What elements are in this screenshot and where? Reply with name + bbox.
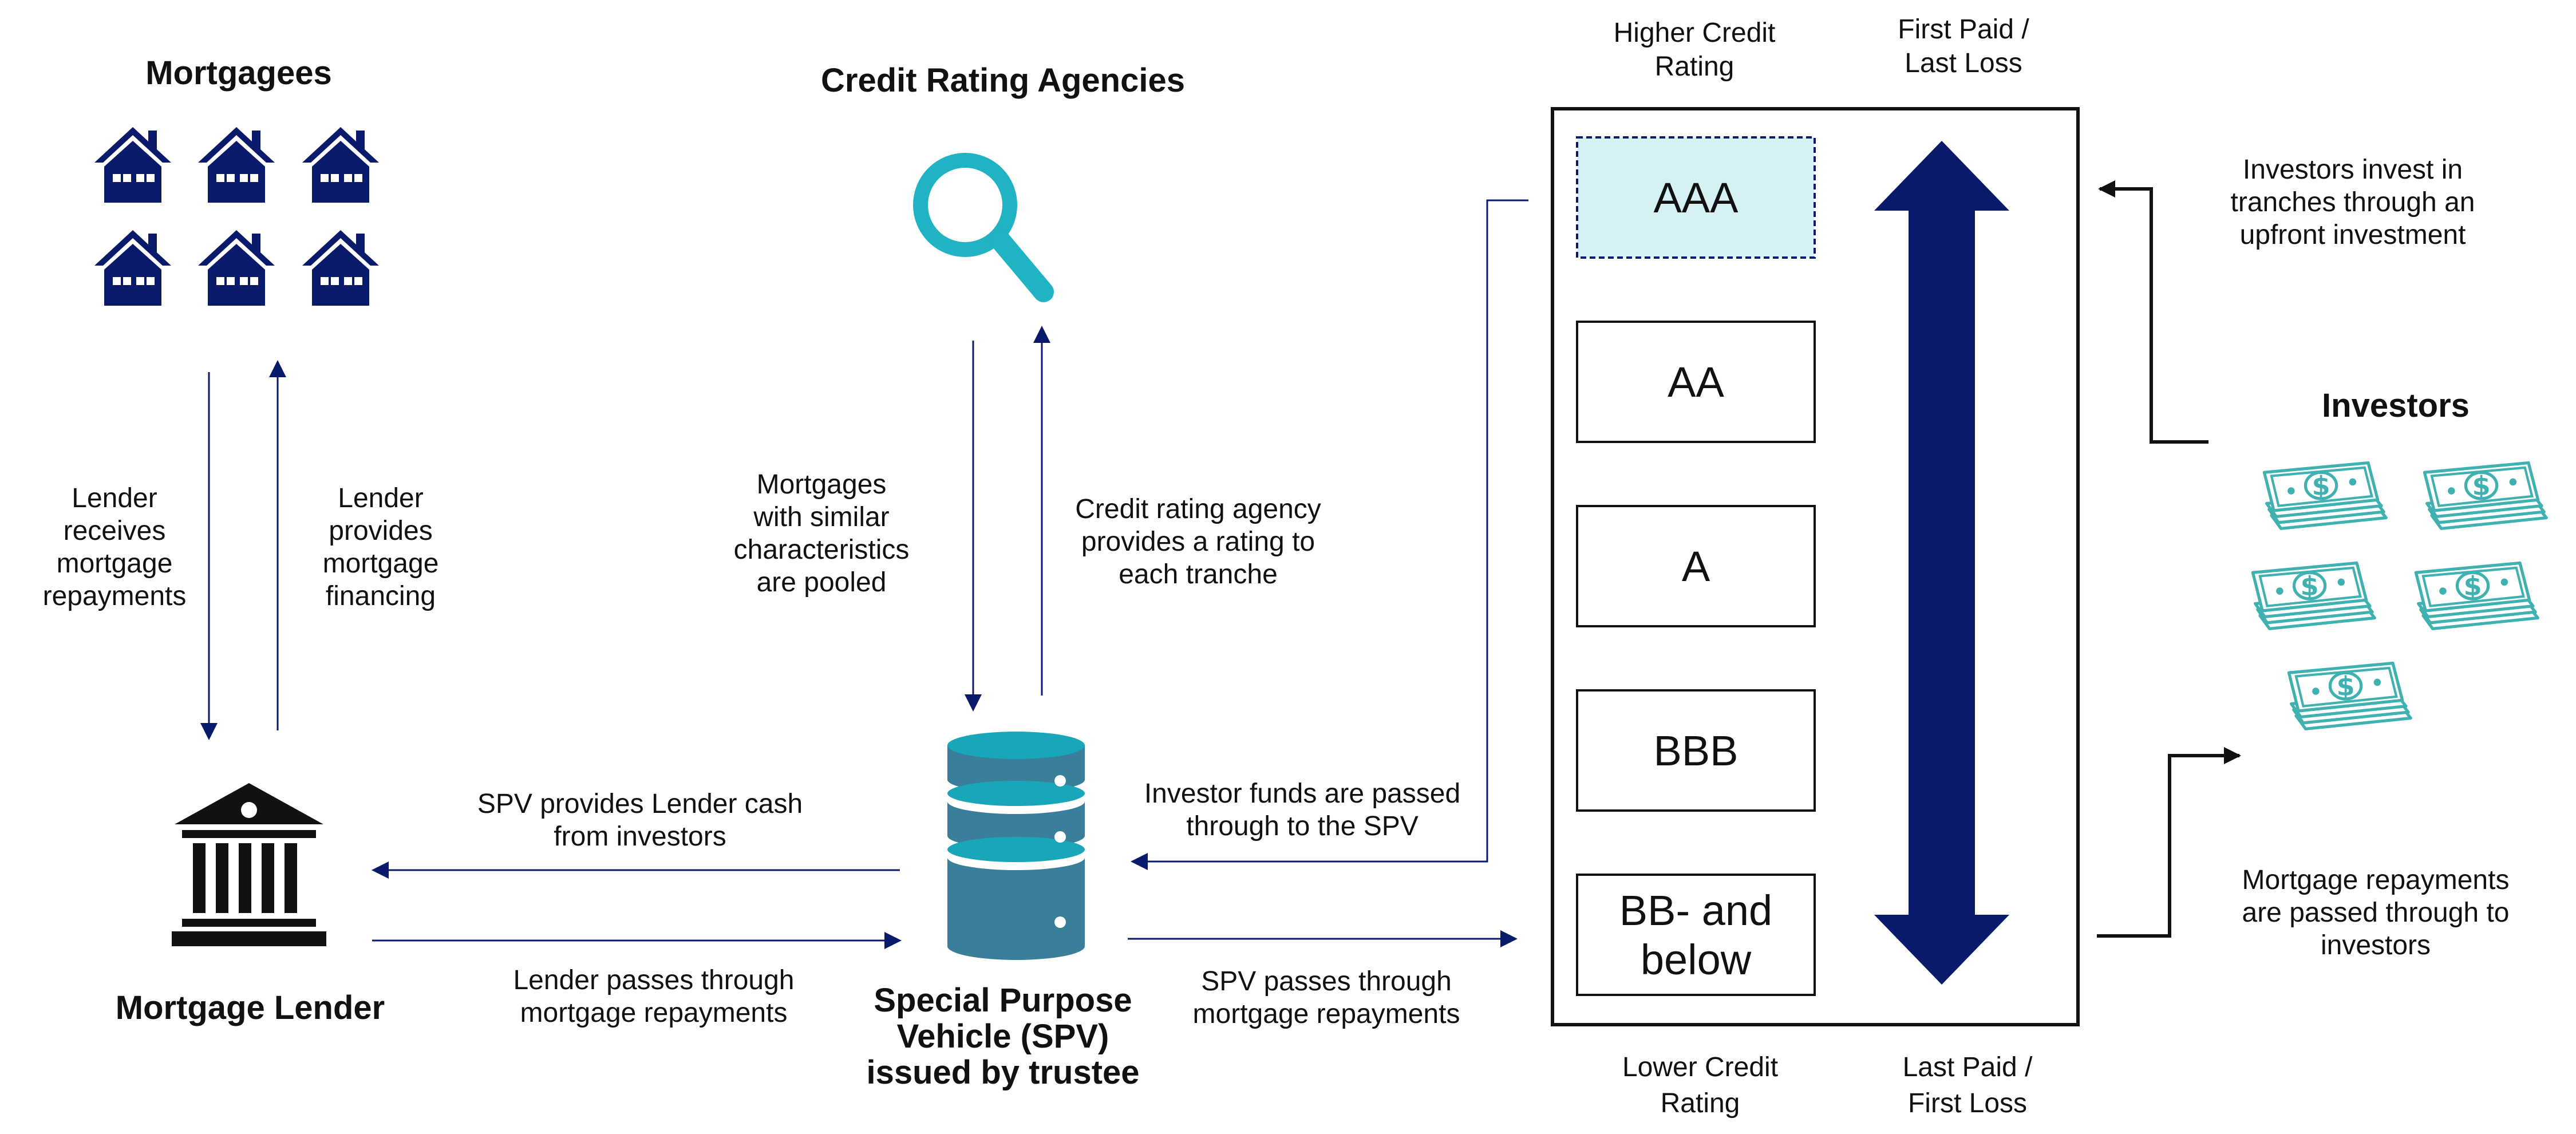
house-icon — [198, 230, 275, 306]
tranche-top-rating-label: Higher Credit Rating — [1614, 18, 1776, 82]
tranche-box — [1576, 136, 1816, 259]
arrow-investors-to-tranches — [2098, 180, 2208, 444]
svg-text:Last Loss: Last Loss — [1905, 48, 2022, 78]
arrow-investor-funds-to-spv — [1131, 199, 1528, 870]
svg-text:Lender passes through: Lender passes through — [513, 965, 794, 995]
house-icon — [302, 127, 379, 203]
spv-provides-cash-label: SPV provides Lender cash from investors — [477, 789, 803, 852]
spv-passes-label: SPV passes through mortgage repayments — [1193, 966, 1460, 1029]
svg-text:Lender: Lender — [72, 483, 157, 513]
lender-receives-label: Lender receives mortgage repayments — [43, 483, 187, 611]
svg-text:Higher Credit: Higher Credit — [1614, 18, 1776, 48]
tranche-item: AAA — [1576, 136, 1816, 259]
tranche-bottom-payment-label: Last Paid / First Loss — [1903, 1052, 2033, 1119]
repayments-passed-label: Mortgage repayments are passed through t… — [2242, 865, 2510, 961]
tranche-label: BB- and — [1619, 887, 1772, 934]
tranche-label: AA — [1668, 358, 1724, 406]
svg-text:Mortgages: Mortgages — [757, 469, 887, 500]
tranche-label: BBB — [1653, 727, 1738, 775]
money-stack-icon — [2264, 463, 2386, 529]
svg-text:are pooled: are pooled — [757, 567, 887, 598]
svg-text:financing: financing — [326, 581, 436, 611]
house-icon — [198, 127, 275, 203]
svg-text:mortgage: mortgage — [57, 548, 173, 579]
tranche-item: A — [1576, 505, 1816, 627]
agency-rating-label: Credit rating agency provides a rating t… — [1075, 494, 1321, 590]
svg-text:each tranche: each tranche — [1119, 559, 1278, 590]
tranche-box — [1576, 505, 1816, 627]
svg-text:through to the SPV: through to the SPV — [1186, 811, 1419, 841]
svg-text:First Loss: First Loss — [1908, 1088, 2027, 1119]
svg-text:Rating: Rating — [1661, 1088, 1740, 1119]
svg-text:First Paid /: First Paid / — [1898, 14, 2029, 45]
agencies-title: Credit Rating Agencies — [821, 62, 1185, 99]
money-stack-icon — [2424, 463, 2546, 529]
lender-passes-label: Lender passes through mortgage repayment… — [513, 965, 794, 1028]
house-icon — [302, 230, 379, 306]
svg-text:Last Paid /: Last Paid / — [1903, 1052, 2033, 1082]
svg-text:Rating: Rating — [1655, 52, 1735, 82]
svg-text:Special Purpose: Special Purpose — [874, 982, 1132, 1019]
svg-text:mortgage repayments: mortgage repayments — [520, 998, 788, 1028]
svg-text:investors: investors — [2321, 930, 2431, 961]
bank-icon — [172, 783, 326, 946]
svg-text:Lower Credit: Lower Credit — [1622, 1052, 1778, 1082]
investors-invest-label: Investors invest in tranches through an … — [2231, 155, 2475, 250]
tranche-label: below — [1641, 936, 1752, 983]
arrow-tranches-to-investors — [2097, 747, 2241, 938]
house-icon — [94, 127, 171, 203]
svg-text:upfront investment: upfront investment — [2240, 220, 2466, 250]
tranche-box — [1576, 874, 1816, 996]
svg-text:repayments: repayments — [43, 581, 187, 611]
tranche-box — [1576, 689, 1816, 812]
svg-text:provides a rating to: provides a rating to — [1081, 527, 1315, 557]
magnifier-icon — [913, 153, 1054, 302]
tranche-container — [1551, 107, 2080, 1026]
investor-funds-label: Investor funds are passed through to the… — [1144, 779, 1460, 841]
tranche-box — [1576, 321, 1816, 443]
svg-text:Credit rating agency: Credit rating agency — [1075, 494, 1321, 524]
svg-text:Investor funds are passed: Investor funds are passed — [1144, 779, 1460, 809]
mortgagees-title: Mortgagees — [145, 54, 332, 92]
svg-text:Vehicle (SPV): Vehicle (SPV) — [897, 1018, 1109, 1055]
tranche-top-payment-label: First Paid / Last Loss — [1898, 14, 2029, 78]
svg-text:Lender: Lender — [338, 483, 423, 513]
spv-title: Special Purpose Vehicle (SPV) issued by … — [866, 982, 1139, 1091]
money-stack-icon — [2289, 663, 2411, 729]
svg-text:mortgage: mortgage — [323, 548, 439, 579]
svg-text:provides: provides — [329, 516, 432, 546]
svg-text:Mortgage repayments: Mortgage repayments — [2242, 865, 2510, 895]
svg-text:mortgage repayments: mortgage repayments — [1193, 999, 1460, 1029]
priority-double-arrow — [1874, 141, 2009, 985]
svg-text:SPV passes through: SPV passes through — [1201, 966, 1452, 997]
svg-text:with similar: with similar — [753, 502, 889, 532]
svg-text:receives: receives — [64, 516, 166, 546]
svg-text:are passed through to: are passed through to — [2242, 898, 2510, 928]
lender-provides-label: Lender provides mortgage financing — [323, 483, 439, 611]
lender-title: Mortgage Lender — [116, 989, 385, 1026]
tranche-bottom-rating-label: Lower Credit Rating — [1622, 1052, 1778, 1119]
investors-title: Investors — [2322, 387, 2470, 424]
svg-text:SPV provides Lender cash: SPV provides Lender cash — [477, 789, 803, 819]
tranche-label: AAA — [1653, 174, 1739, 222]
tranche-item: BBB — [1576, 689, 1816, 812]
svg-text:tranches through an: tranches through an — [2231, 187, 2475, 218]
tranche-item: AA — [1576, 321, 1816, 443]
money-stack-icon — [2416, 563, 2538, 629]
house-icon — [94, 230, 171, 306]
tranche-label: A — [1682, 543, 1710, 590]
money-stack-icon — [2253, 563, 2374, 629]
svg-text:Investors invest in: Investors invest in — [2243, 155, 2463, 185]
svg-text:characteristics: characteristics — [734, 535, 910, 565]
database-icon — [947, 732, 1085, 960]
pooled-label: Mortgages with similar characteristics a… — [734, 469, 910, 598]
svg-text:from investors: from investors — [554, 821, 726, 852]
svg-text:issued by trustee: issued by trustee — [866, 1054, 1139, 1091]
